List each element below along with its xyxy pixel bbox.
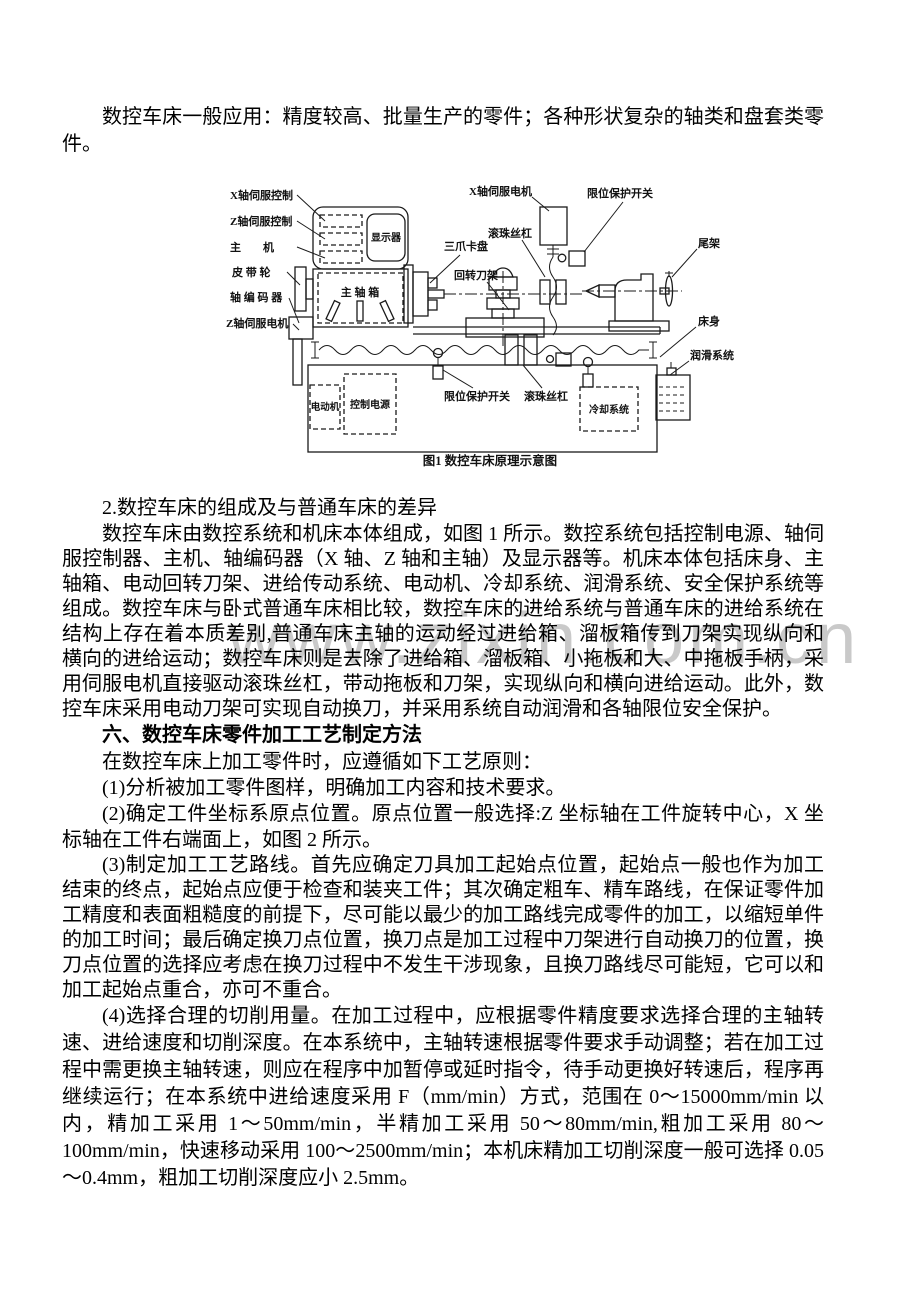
intro-paragraph: 数控车床一般应用：精度较高、批量生产的零件；各种形状复杂的轴类和盘套类零件。 <box>62 106 824 155</box>
cooling-label: 冷却系统 <box>589 403 629 416</box>
leader-lines <box>286 194 698 389</box>
lube-tank <box>655 362 691 421</box>
motor-label: 电动机 <box>311 401 340 413</box>
control-power-label: 控制电源 <box>350 398 390 411</box>
limit-switch-top-label: 限位保护开关 <box>587 186 653 200</box>
section-6-intro: 在数控车床上加工零件时，应遵循如下工艺原则： <box>102 751 542 773</box>
limit-switch-bottom-label: 限位保护开关 <box>444 389 510 403</box>
section-2-body: 数控车床由数控系统和机床本体组成，如图 1 所示。数控系统包括控制电源、轴伺服控… <box>62 523 824 720</box>
limit-dog-left <box>432 347 444 380</box>
encoder-label: 轴 编 码 器 <box>230 290 283 304</box>
figure-caption: 图1 数控车床原理示意图 <box>423 453 557 468</box>
display-label: 显示器 <box>371 232 402 244</box>
site-watermark: www.zixin.com.cn <box>228 599 861 679</box>
lube-label: 润滑系统 <box>690 348 734 362</box>
turret-label: 回转刀架 <box>454 268 498 282</box>
x-ballscrew-wave <box>549 256 557 336</box>
belt-pulley <box>294 266 314 312</box>
limit-switch-top <box>557 250 586 267</box>
cooling-box: 冷却系统 <box>579 386 639 432</box>
headstock: 主 轴 箱 <box>312 268 409 328</box>
headstock-label: 主 轴 箱 <box>341 285 380 299</box>
belt-pulley-label: 皮 带 轮 <box>231 265 271 279</box>
ballscrew-bottom-label: 滚珠丝杠 <box>524 389 568 403</box>
section-6-title: 六、数控车床零件加工工艺制定方法 <box>102 724 422 746</box>
bed-label: 床身 <box>698 314 720 328</box>
x-servo-motor-label: X轴伺服电机 <box>469 184 532 198</box>
control-cabinet: 显示器 <box>312 206 409 270</box>
process-rule-3: (3)制定加工工艺路线。首先应确定刀具加工起始点位置，起始点一般也作为加工结束的… <box>62 854 824 1001</box>
host-label: 主 机 <box>230 240 274 254</box>
motor-box: 电动机 <box>309 384 341 430</box>
limit-dog-right <box>582 356 594 388</box>
lathe-diagram: 显示器 主 轴 箱 <box>226 184 734 468</box>
z-servo-motor-label: Z轴伺服电机 <box>226 316 288 330</box>
figure-1-lathe-schematic: 显示器 主 轴 箱 <box>190 177 735 469</box>
z-leadscrew-wave <box>318 345 649 355</box>
tailstock-label: 尾架 <box>697 236 720 250</box>
x-servo-control-label: X轴伺服控制 <box>230 188 293 202</box>
z-servo-control-label: Z轴伺服控制 <box>230 214 292 228</box>
process-rule-4: (4)选择合理的切削用量。在加工过程中，应根据零件精度要求选择合理的主轴转速、进… <box>62 1005 824 1189</box>
x-ballscrew-nut <box>539 279 567 305</box>
x-servo-motor-box <box>539 206 568 257</box>
tailstock <box>582 271 682 332</box>
document-body: 数控车床一般应用：精度较高、批量生产的零件；各种形状复杂的轴类和盘套类零件。 <box>62 0 824 1192</box>
limit-switch-bottom-right <box>545 352 572 367</box>
process-rule-1: (1)分析被加工零件图样，明确加工内容和技术要求。 <box>102 777 566 799</box>
leadscrew-couplings <box>311 341 657 359</box>
z-ballscrew-nut <box>504 334 538 366</box>
control-power-box: 控制电源 <box>343 373 397 435</box>
z-servo-motor-box <box>288 316 314 386</box>
ballscrew-top-label: 滚珠丝杠 <box>488 226 532 240</box>
three-jaw-chuck <box>403 264 445 324</box>
process-rule-2: (2)确定工件坐标系原点位置。原点位置一般选择:Z 坐标轴在工件旋转中心，X 坐… <box>62 803 824 851</box>
section-2-title: 2.数控车床的组成及与普通车床的差异 <box>102 497 437 519</box>
chuck-label: 三爪卡盘 <box>444 239 488 253</box>
bed <box>307 326 661 453</box>
